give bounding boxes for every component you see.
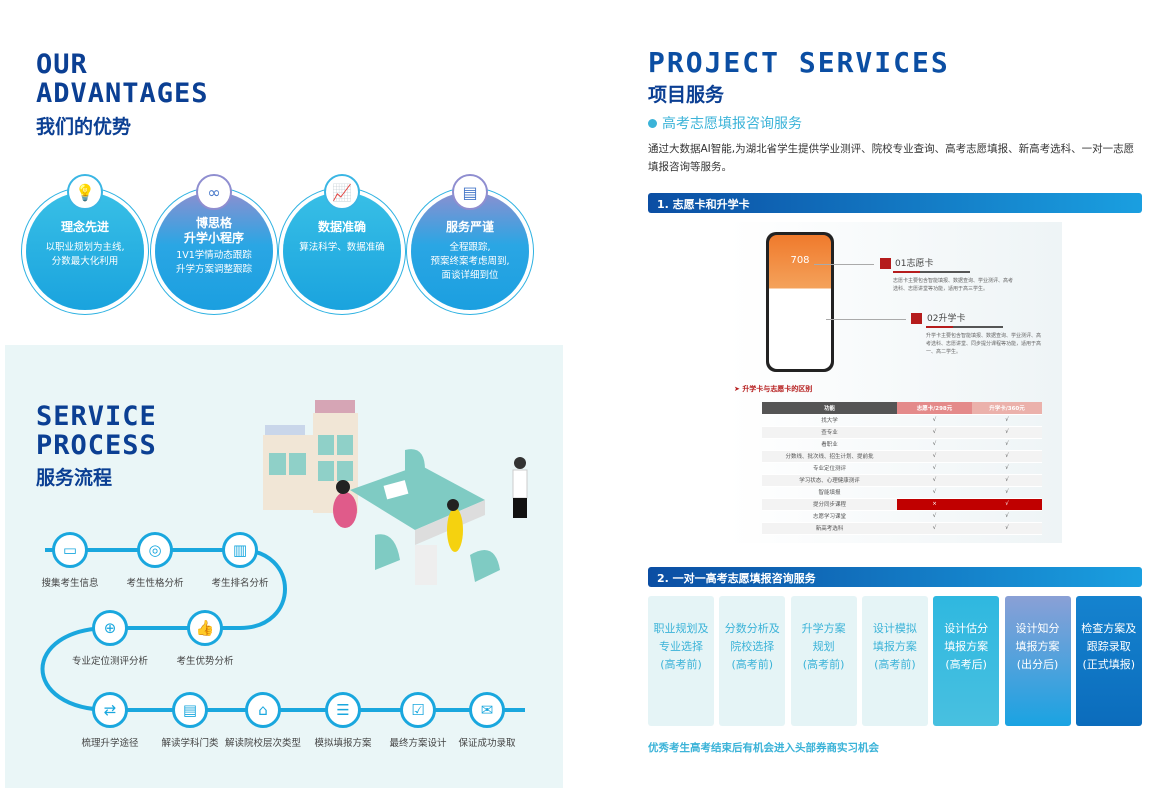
data-chart-icon: 📈 bbox=[324, 174, 360, 210]
services-title-cn: 项目服务 bbox=[648, 84, 725, 106]
process-flow-line bbox=[40, 548, 525, 712]
advantage-desc: 全程跟踪,预案终案考虑周到,面谈详细到位 bbox=[430, 242, 510, 281]
table-row: 专业定位测评√√ bbox=[762, 462, 1042, 475]
checklist-icon: ☑ bbox=[400, 692, 436, 728]
service-step-box: 检查方案及跟踪录取(正式填报) bbox=[1075, 596, 1142, 726]
table-row: 看职业√√ bbox=[762, 438, 1042, 451]
service-step-box: 设计估分填报方案(高考后) bbox=[933, 596, 1000, 726]
thumbs-up-icon: 👍 bbox=[187, 610, 223, 646]
inbox-icon: ▭ bbox=[52, 532, 88, 568]
process-step-label: 搜集考生信息 bbox=[41, 578, 99, 589]
document-person-icon: ▤ bbox=[452, 174, 488, 210]
clipboard-person-icon: ☰ bbox=[325, 692, 361, 728]
lightbulb-icon: 💡 bbox=[67, 174, 103, 210]
advantage-card: ∞ 博思格升学小程序 1V1学情动态跟踪升学方案调整跟踪 bbox=[155, 174, 273, 310]
office-illustration bbox=[263, 400, 528, 585]
mini-program-icon: ∞ bbox=[196, 174, 232, 210]
services-subtitle: 高考志愿填报咨询服务 bbox=[648, 113, 802, 133]
phone-score: 708 bbox=[769, 235, 831, 369]
table-row: 学习状态、心理健康测评√√ bbox=[762, 474, 1042, 487]
card-comparison-image: 708 01志愿卡 志愿卡主要包含智能填报、数据查询、学业测评、高考选科、志愿讲… bbox=[728, 222, 1062, 543]
personality-icon: ◎ bbox=[137, 532, 173, 568]
phone-mockup: 708 bbox=[766, 232, 834, 372]
school-icon: ⌂ bbox=[245, 692, 281, 728]
process-step-label: 梳理升学途径 bbox=[81, 738, 139, 749]
bullet-icon bbox=[648, 119, 657, 128]
advantage-desc: 以职业规划为主线,分数最大化利用 bbox=[45, 242, 125, 267]
target-icon: ⊕ bbox=[92, 610, 128, 646]
process-step-label: 考生性格分析 bbox=[126, 578, 184, 589]
process-step-label: 模拟填报方案 bbox=[314, 738, 372, 749]
service-step-box: 设计知分填报方案(出分后) bbox=[1004, 596, 1071, 726]
section-2-header: 2. 一对一高考志愿填报咨询服务 bbox=[648, 567, 1142, 587]
advantage-title: 数据准确 bbox=[317, 220, 366, 234]
advantage-desc: 1V1学情动态跟踪升学方案调整跟踪 bbox=[175, 250, 252, 275]
table-row: 新高考选科√√ bbox=[762, 522, 1042, 535]
advantage-title: 博思格升学小程序 bbox=[183, 216, 244, 245]
service-step-box: 设计模拟填报方案(高考前) bbox=[861, 596, 928, 726]
services-title-en: PROJECT SERVICES bbox=[648, 46, 950, 79]
card2-desc: 升学卡主要包含智能填报、数据查询、学业测评、高考选科、志愿讲堂、同步提分课程等功… bbox=[926, 333, 1042, 355]
process-title-cn: 服务流程 bbox=[36, 467, 113, 489]
card2-title: 02升学卡 bbox=[927, 314, 966, 324]
process-step-label: 解读院校层次类型 bbox=[224, 738, 301, 749]
services-intro: 通过大数据AI智能,为湖北省学生提供学业测评、院校专业查询、高考志愿填报、新高考… bbox=[648, 143, 1135, 173]
card1-marker bbox=[880, 258, 891, 269]
card1-desc: 志愿卡主要包含智能填报、数据查询、学业测评、高考选科、志愿讲堂等功能，适用于高三… bbox=[893, 278, 1014, 292]
advantage-title: 理念先进 bbox=[60, 220, 109, 234]
table-row: 智能填报√√ bbox=[762, 486, 1042, 499]
card2-marker bbox=[911, 313, 922, 324]
service-step-box: 职业规划及专业选择(高考前) bbox=[648, 596, 714, 726]
internship-note: 优秀考生高考结束后有机会进入头部券商实习机会 bbox=[648, 742, 879, 754]
advantage-card: 📈 数据准确 算法科学、数据准确 bbox=[283, 174, 401, 310]
admission-letter-icon: ✉ bbox=[469, 692, 505, 728]
advantage-card: 💡 理念先进 以职业规划为主线,分数最大化利用 bbox=[26, 174, 144, 310]
table-row: 提分同步课程×√ bbox=[762, 498, 1042, 511]
compare-title: ➤ 升学卡与志愿卡的区别 bbox=[734, 385, 813, 393]
table-row: 分数线、批次线、招生计划、提前批√√ bbox=[762, 450, 1042, 463]
card1-title: 01志愿卡 bbox=[895, 259, 934, 269]
process-step-label: 考生优势分析 bbox=[176, 656, 234, 667]
process-step-label: 考生排名分析 bbox=[211, 578, 269, 589]
advantage-desc: 算法科学、数据准确 bbox=[299, 242, 385, 253]
process-step-label: 解读学科门类 bbox=[161, 738, 219, 749]
advantage-title: 服务严谨 bbox=[445, 220, 494, 234]
service-step-box: 分数分析及院校选择(高考前) bbox=[719, 596, 786, 726]
document-icon: ▤ bbox=[172, 692, 208, 728]
service-step-box: 升学方案规划(高考前) bbox=[790, 596, 857, 726]
process-step-label: 专业定位测评分析 bbox=[71, 656, 148, 667]
section-1-header: 1. 志愿卡和升学卡 bbox=[648, 193, 1142, 213]
advantages-title-cn: 我们的优势 bbox=[36, 116, 132, 138]
process-step-label: 最终方案设计 bbox=[389, 738, 447, 749]
table-row: 志愿学习课堂√√ bbox=[762, 510, 1042, 523]
bar-chart-icon: ▥ bbox=[222, 532, 258, 568]
process-step-label: 保证成功录取 bbox=[458, 738, 516, 749]
table-row: 查专业√√ bbox=[762, 426, 1042, 439]
table-row: 找大学√√ bbox=[762, 414, 1042, 427]
comparison-table: 功能志愿卡/298元升学卡/360元 找大学√√查专业√√看职业√√分数线、批次… bbox=[762, 402, 1042, 535]
shuffle-icon: ⇄ bbox=[92, 692, 128, 728]
advantage-card: ▤ 服务严谨 全程跟踪,预案终案考虑周到,面谈详细到位 bbox=[411, 174, 529, 310]
